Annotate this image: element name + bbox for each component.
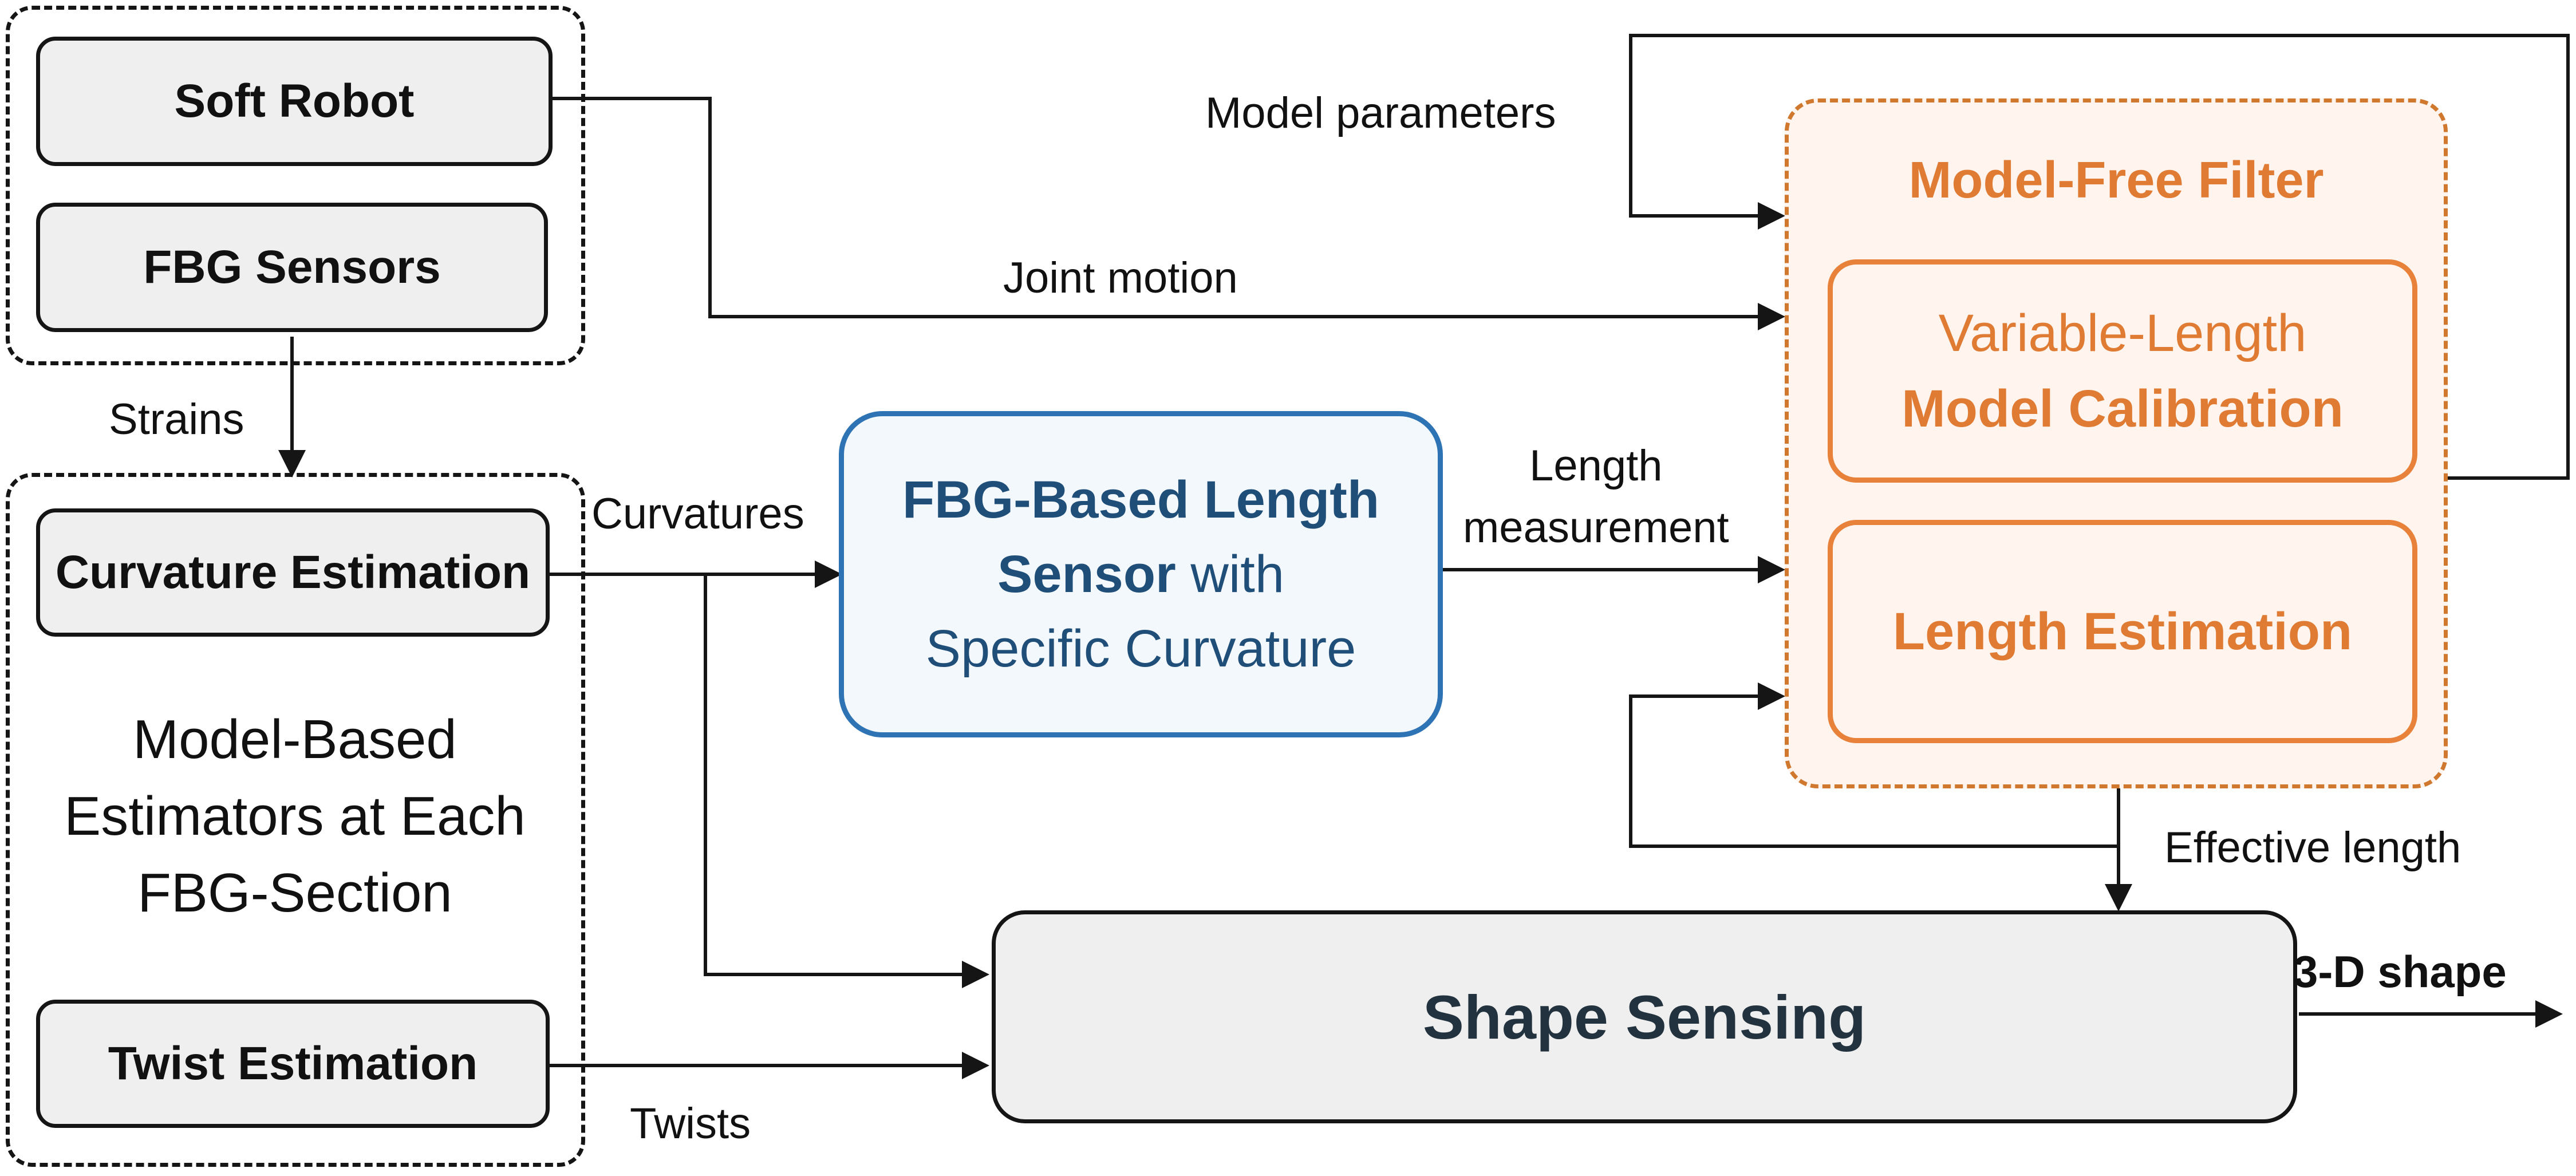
twist-estimation-label: Twist Estimation (108, 1037, 478, 1090)
length-sensor-line-1: FBG-Based Length (902, 463, 1379, 537)
length-sensor-line-2: Sensor with (997, 537, 1284, 611)
soft-robot-node: Soft Robot (36, 37, 553, 166)
label-length-measurement-2: measurement (1463, 503, 1729, 552)
label-model-parameters: Model parameters (1205, 89, 1556, 137)
length-sensor-title: FBG-Based Length (902, 471, 1380, 529)
length-sensor-line-3: Specific Curvature (925, 619, 1356, 678)
curvature-estimation-label: Curvature Estimation (55, 546, 531, 598)
edge-joint-motion (553, 97, 1785, 330)
robot-sensor-group (6, 6, 585, 365)
edge-curvatures-to-shape (704, 574, 989, 988)
fbg-sensors-node: FBG Sensors (36, 203, 548, 332)
length-estimation-label: Length Estimation (1892, 602, 2353, 661)
length-sensor-node: FBG-Based Length Sensor with Specific Cu… (839, 411, 1443, 737)
model-based-line-2: Estimators at Each (64, 786, 526, 847)
length-estimation-node: Length Estimation (1828, 520, 2417, 743)
label-effective-length: Effective length (2164, 823, 2461, 872)
shape-sensing-label: Shape Sensing (1422, 982, 1867, 1052)
label-strains: Strains (109, 395, 244, 444)
label-shape-output: 3-D shape (2293, 946, 2507, 997)
model-based-estimators-text: Model-Based Estimators at Each FBG-Secti… (23, 701, 567, 932)
label-twists: Twists (630, 1099, 751, 1148)
model-free-filter-title: Model-Free Filter (1908, 152, 2324, 209)
model-calibration-node: Variable-Length Model Calibration (1828, 259, 2417, 483)
twist-estimation-node: Twist Estimation (36, 1000, 550, 1128)
model-based-line-1: Model-Based (133, 709, 457, 770)
model-calibration-line-1: Variable-Length (1938, 304, 2307, 362)
length-sensor-title-2: Sensor (997, 545, 1176, 603)
soft-robot-label: Soft Robot (174, 75, 415, 127)
label-length-measurement: Length measurement (1463, 435, 1729, 559)
edge-length-feedback (1629, 682, 2119, 848)
label-curvatures: Curvatures (591, 490, 804, 538)
label-joint-motion: Joint motion (1003, 254, 1238, 302)
shape-sensing-node: Shape Sensing (992, 910, 2297, 1123)
edge-model-parameters (1629, 34, 2570, 480)
length-sensor-with: with (1175, 545, 1285, 603)
label-length-measurement-1: Length (1529, 441, 1663, 490)
fbg-sensors-label: FBG Sensors (143, 241, 441, 293)
model-based-line-3: FBG-Section (137, 862, 452, 924)
model-based-group (6, 473, 585, 1167)
curvature-estimation-node: Curvature Estimation (36, 508, 550, 637)
model-calibration-line-2: Model Calibration (1902, 380, 2344, 438)
